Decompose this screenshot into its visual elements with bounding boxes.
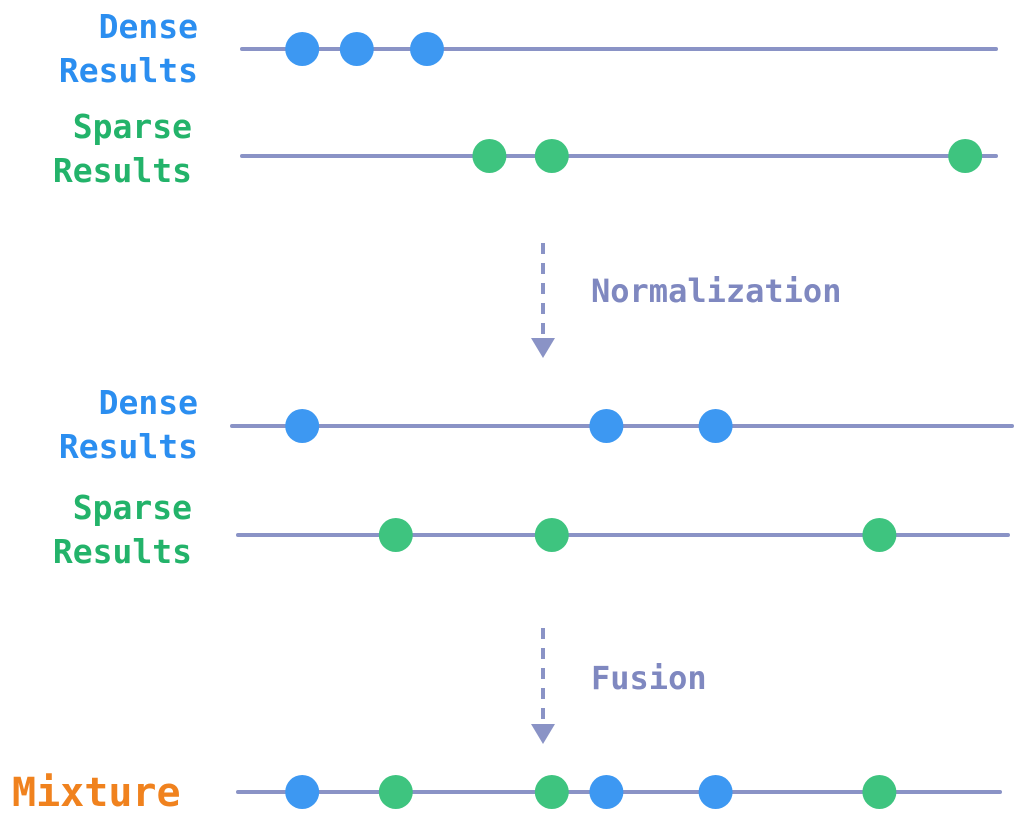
sparse-point-after bbox=[378, 518, 413, 552]
mixture-point-sparse bbox=[378, 775, 413, 809]
normalization-arrow-head bbox=[531, 338, 555, 358]
sparse-point-before bbox=[534, 139, 569, 173]
sparse-point-after bbox=[862, 518, 897, 552]
dense-point-before bbox=[285, 32, 320, 66]
dense-point-after bbox=[589, 409, 624, 443]
fusion-label: Fusion bbox=[591, 659, 707, 697]
mixture-point-sparse bbox=[534, 775, 569, 809]
result-points bbox=[285, 32, 983, 809]
dense-point-before bbox=[410, 32, 444, 66]
mixture-point-dense bbox=[285, 775, 320, 809]
sparse-point-before bbox=[472, 139, 507, 173]
mixture-point-dense bbox=[589, 775, 624, 809]
dense-point-after bbox=[698, 409, 733, 443]
dense-results-label-before: Dense Results bbox=[58, 7, 198, 90]
sparse-point-before bbox=[948, 139, 983, 173]
dense-point-before bbox=[339, 32, 374, 66]
mixture-point-dense bbox=[698, 775, 733, 809]
sparse-results-label-after: Sparse Results bbox=[52, 488, 192, 571]
dense-point-after bbox=[285, 409, 320, 443]
sparse-point-after bbox=[534, 518, 569, 552]
dense-results-label-after: Dense Results bbox=[58, 383, 198, 466]
sparse-results-label-before: Sparse Results bbox=[52, 107, 192, 190]
mixture-label: Mixture bbox=[12, 770, 181, 816]
fusion-arrow-head bbox=[531, 724, 555, 744]
normalization-label: Normalization bbox=[591, 272, 842, 310]
mixture-point-sparse bbox=[862, 775, 897, 809]
